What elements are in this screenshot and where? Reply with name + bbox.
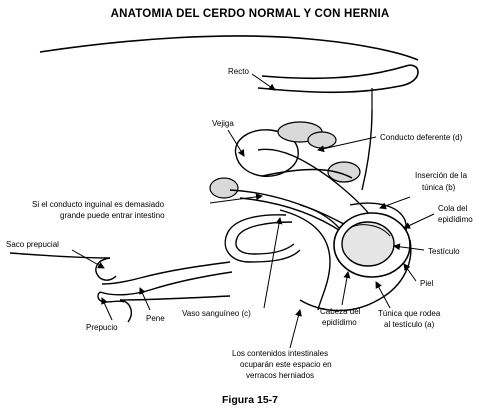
- label-piel: Piel: [420, 279, 434, 288]
- leader-contenidos: [289, 309, 302, 349]
- label-contenidos-1: Los contenidos intestinales: [232, 349, 328, 358]
- leader-conducto-deferente: [317, 136, 377, 153]
- leader-tunica: [375, 281, 391, 309]
- label-insercion-2: túnica (b): [422, 183, 456, 192]
- label-conducto-deferente: Conducto deferente (d): [380, 133, 463, 142]
- scrotum-outline: [299, 239, 412, 312]
- diagram-title: ANATOMIA DEL CERDO NORMAL Y CON HERNIA: [110, 8, 390, 20]
- figure-caption: Figura 15-7: [221, 394, 279, 406]
- label-contenidos-3: verracos herniados: [246, 371, 314, 380]
- label-vaso: Vaso sanguíneo (c): [182, 309, 251, 318]
- testicle-group: [333, 212, 411, 278]
- label-cola-2: epidídimo: [438, 215, 473, 224]
- label-saco: Saco prepucial: [6, 240, 59, 249]
- label-testiculo: Testículo: [428, 247, 460, 256]
- label-tunica-2: al testículo (a): [384, 320, 435, 329]
- leader-recto: [251, 73, 276, 91]
- rectum-tube: [257, 64, 419, 110]
- label-insercion-1: Inserción de la: [415, 171, 468, 180]
- leader-testiculo: [393, 243, 425, 251]
- leader-piel: [403, 263, 417, 282]
- label-prepucio: Prepucio: [86, 323, 118, 332]
- leader-vejiga: [227, 129, 245, 157]
- leader-vaso: [263, 217, 283, 309]
- prepuce: [95, 257, 132, 323]
- leader-prepucio: [101, 297, 113, 321]
- leader-saco: [71, 249, 105, 269]
- label-cabeza-2: epidídimo: [322, 318, 357, 327]
- penis-flexure: [99, 214, 301, 296]
- back-outline: [39, 35, 419, 61]
- leader-pene: [139, 287, 151, 311]
- label-vejiga: Vejiga: [212, 119, 234, 128]
- leader-insercion: [379, 196, 411, 210]
- label-contenidos-2: ocuparán este espacio en: [240, 360, 332, 369]
- label-cabeza-1: Cabeza del: [320, 307, 361, 316]
- leader-cabeza: [341, 271, 351, 306]
- belly-outline: [9, 252, 231, 301]
- label-tunica-1: Túnica que rodea: [378, 309, 441, 318]
- leader-cola: [403, 213, 435, 229]
- label-cola-1: Cola del: [438, 204, 468, 213]
- leader-inguinal: [209, 193, 263, 204]
- label-inguinal-1: Si el conducto inguinal es demasiado: [32, 200, 165, 209]
- accessory-glands: [209, 121, 361, 199]
- label-pene: Pene: [146, 314, 165, 323]
- label-recto: Recto: [228, 67, 249, 76]
- label-inguinal-2: grande puede entrar intestino: [60, 211, 165, 220]
- bladder: [234, 129, 299, 177]
